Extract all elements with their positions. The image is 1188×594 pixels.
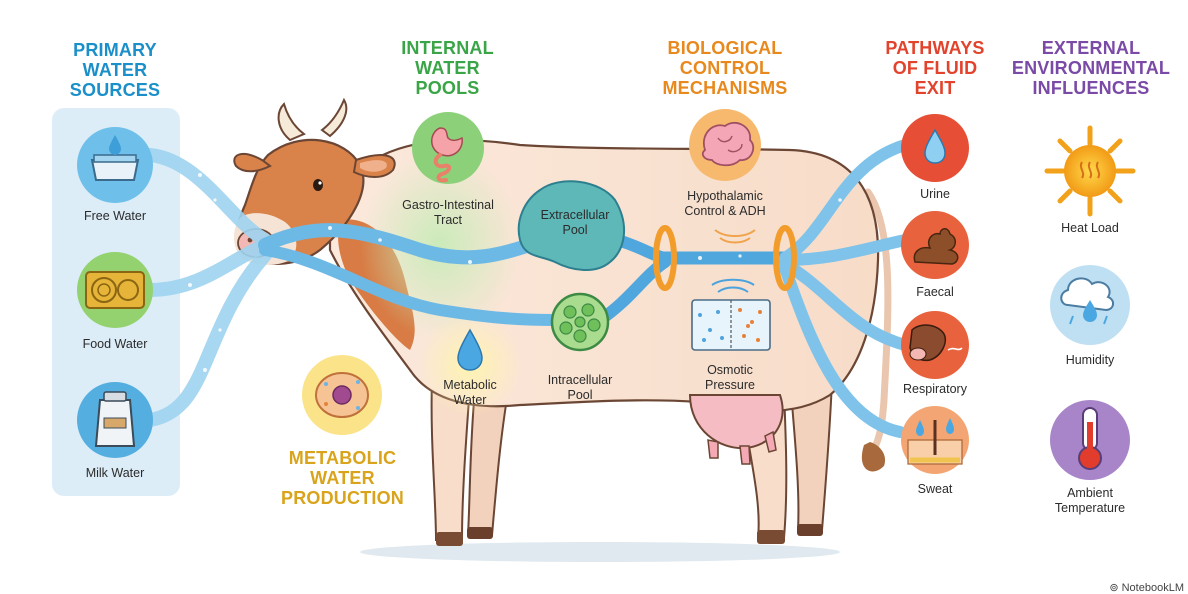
cow-ear xyxy=(234,154,270,171)
watermark: ⊚ NotebookLM xyxy=(1109,581,1184,594)
cow-eye xyxy=(313,179,323,191)
label-sweat: Sweat xyxy=(895,482,975,497)
cow-tail-tuft xyxy=(862,442,885,471)
label-intracellular: Intracellular Pool xyxy=(530,373,630,403)
heading-internal-pools: INTERNAL WATER POOLS xyxy=(385,38,510,98)
label-heat-load: Heat Load xyxy=(1040,221,1140,236)
brain-icon xyxy=(703,123,753,165)
hay-bale-icon xyxy=(86,272,144,308)
label-faecal: Faecal xyxy=(895,285,975,300)
thermometer-icon xyxy=(1079,408,1101,469)
label-extracellular: Extracellular Pool xyxy=(525,208,625,238)
label-hypothalamic: Hypothalamic Control & ADH xyxy=(665,189,785,219)
cow-horn xyxy=(322,100,346,136)
hoof xyxy=(467,527,493,539)
sun-icon xyxy=(1047,128,1133,214)
hoof xyxy=(797,524,823,536)
heading-external-influences: EXTERNAL ENVIRONMENTAL INFLUENCES xyxy=(1000,38,1182,98)
label-urine: Urine xyxy=(895,187,975,202)
heading-metabolic-production: METABOLIC WATER PRODUCTION xyxy=(275,448,410,508)
ground-shadow xyxy=(360,542,840,562)
label-humidity: Humidity xyxy=(1040,353,1140,368)
heading-primary-sources: PRIMARY WATER SOURCES xyxy=(55,40,175,100)
label-gi-tract: Gastro-Intestinal Tract xyxy=(378,198,518,228)
cow-horn xyxy=(279,104,304,140)
label-metabolic-water: Metabolic Water xyxy=(420,378,520,408)
udder-teat xyxy=(708,440,718,458)
milk-can-icon xyxy=(96,392,134,446)
label-food-water: Food Water xyxy=(60,337,170,352)
label-milk-water: Milk Water xyxy=(60,466,170,481)
label-respiratory: Respiratory xyxy=(885,382,985,397)
cell-icon xyxy=(316,373,368,417)
label-free-water: Free Water xyxy=(60,209,170,224)
hoof xyxy=(436,532,463,546)
heading-fluid-exit: PATHWAYS OF FLUID EXIT xyxy=(870,38,1000,98)
label-ambient-temperature: Ambient Temperature xyxy=(1030,486,1150,516)
udder-teat xyxy=(740,446,750,464)
hoof xyxy=(757,530,785,544)
label-osmotic: Osmotic Pressure xyxy=(680,363,780,393)
heading-control-mechanisms: BIOLOGICAL CONTROL MECHANISMS xyxy=(640,38,810,98)
